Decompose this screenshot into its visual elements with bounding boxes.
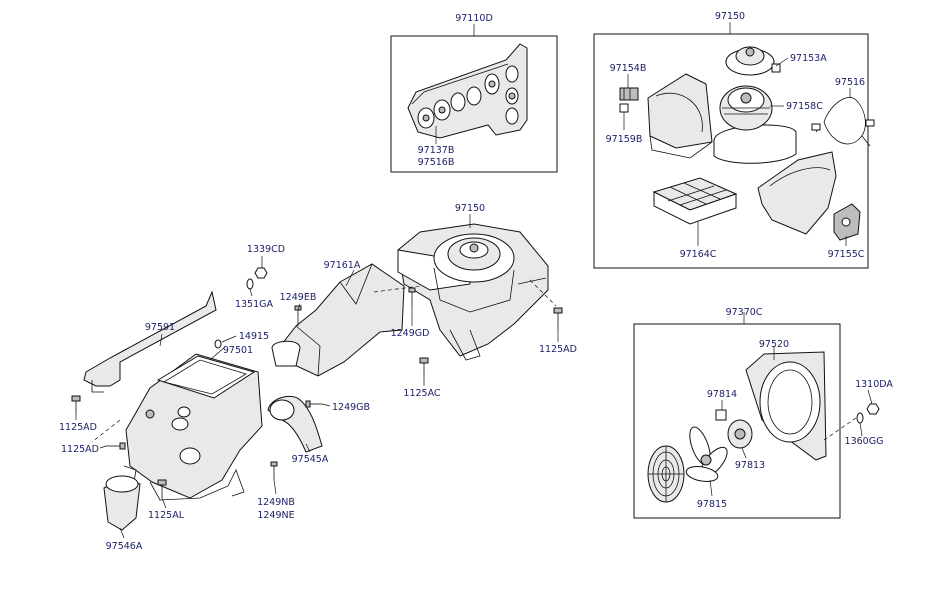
part-rear-duct: [103, 475, 141, 531]
label-97813: 97813: [735, 460, 765, 471]
part-blower-housing-upper: [647, 73, 713, 159]
part-control-panel-bezel: [407, 43, 528, 139]
group-control-panel: [390, 24, 558, 173]
label-1249NB: 1249NB: [257, 497, 295, 508]
part-small-clip: [619, 103, 629, 113]
part-fan-grille: [647, 445, 685, 503]
label-97546A: 97546A: [106, 541, 143, 552]
label-1125AC: 1125AC: [403, 388, 441, 399]
label-97545A: 97545A: [292, 454, 329, 465]
label-97516: 97516: [835, 77, 865, 88]
label-97520: 97520: [759, 339, 789, 350]
label-97150-main: 97150: [455, 203, 485, 214]
label-14915: 14915: [239, 331, 269, 342]
label-1339CD: 1339CD: [247, 244, 285, 255]
fastener-bolt-1125AD-b: [106, 442, 126, 450]
fastener-bolt-1125AL: [157, 479, 167, 498]
label-97370C: 97370C: [726, 307, 763, 318]
part-wiring-harness: [811, 97, 875, 147]
label-97815: 97815: [697, 499, 727, 510]
label-97516B: 97516B: [418, 157, 455, 168]
part-nut-1310DA: [866, 403, 880, 415]
part-resistor: [619, 87, 639, 101]
label-97137B: 97137B: [418, 145, 455, 156]
label-1125AD-right: 1125AD: [539, 344, 577, 355]
part-washer-1360GG: [856, 412, 864, 424]
fastener-washer-1351GA: [246, 278, 254, 290]
fastener-screw-1249NB: [270, 461, 278, 480]
box-fan-assembly: [633, 323, 841, 519]
label-97501: 97501: [223, 345, 253, 356]
fastener-nut-1339CD: [254, 267, 268, 279]
fastener-bolt-1125AD-right: [553, 307, 563, 330]
label-97814: 97814: [707, 389, 737, 400]
fastener-bolt-1125AC: [419, 357, 429, 378]
group-fan-assembly: [633, 312, 857, 519]
label-97158C: 97158C: [786, 101, 823, 112]
part-blower-motor: [713, 85, 797, 164]
label-1249GD: 1249GD: [391, 328, 430, 339]
label-97150-top: 97150: [715, 11, 745, 22]
label-1249NE: 1249NE: [257, 510, 294, 521]
label-97155C: 97155C: [828, 249, 865, 260]
label-97153A: 97153A: [790, 53, 827, 64]
label-97164C: 97164C: [680, 249, 717, 260]
part-heater-housing: [123, 353, 263, 501]
part-duct-elbow: [267, 395, 323, 453]
box-blower-components: [593, 33, 869, 269]
part-fan-blade: [685, 426, 728, 482]
label-1125AD-b: 1125AD: [61, 444, 99, 455]
label-1360GG: 1360GG: [845, 436, 884, 447]
part-blower-motor-top: [725, 46, 781, 76]
label-97154B: 97154B: [610, 63, 647, 74]
part-fan-motor: [727, 419, 753, 449]
part-air-duct: [271, 263, 405, 377]
part-blower-unit: [397, 223, 549, 361]
label-1351GA: 1351GA: [235, 299, 274, 310]
label-1125AD-a: 1125AD: [59, 422, 97, 433]
fastener-clip-14915: [214, 339, 222, 349]
label-1249EB: 1249EB: [280, 292, 317, 303]
label-1310DA: 1310DA: [855, 379, 893, 390]
label-1249GB: 1249GB: [332, 402, 370, 413]
fastener-screw-1249GB: [305, 400, 322, 408]
part-labels: 97110D 97137B 97516B 97150 97154B 97153A…: [59, 11, 893, 552]
part-fan-shroud: [745, 351, 827, 461]
label-97110D: 97110D: [455, 13, 493, 24]
label-1125AL: 1125AL: [148, 510, 185, 521]
label-97591: 97591: [145, 322, 175, 333]
part-mounting-bracket: [83, 290, 217, 393]
fastener-screw-1249GD: [408, 287, 416, 306]
part-actuator: [833, 203, 861, 241]
part-blower-housing-lower: [757, 151, 837, 235]
label-97159B: 97159B: [606, 134, 643, 145]
fastener-bolt-1125AD-a: [71, 395, 81, 414]
part-spacer: [715, 409, 727, 421]
part-air-filter: [652, 177, 738, 225]
group-blower-components: [593, 22, 875, 269]
label-97161A: 97161A: [324, 260, 361, 271]
